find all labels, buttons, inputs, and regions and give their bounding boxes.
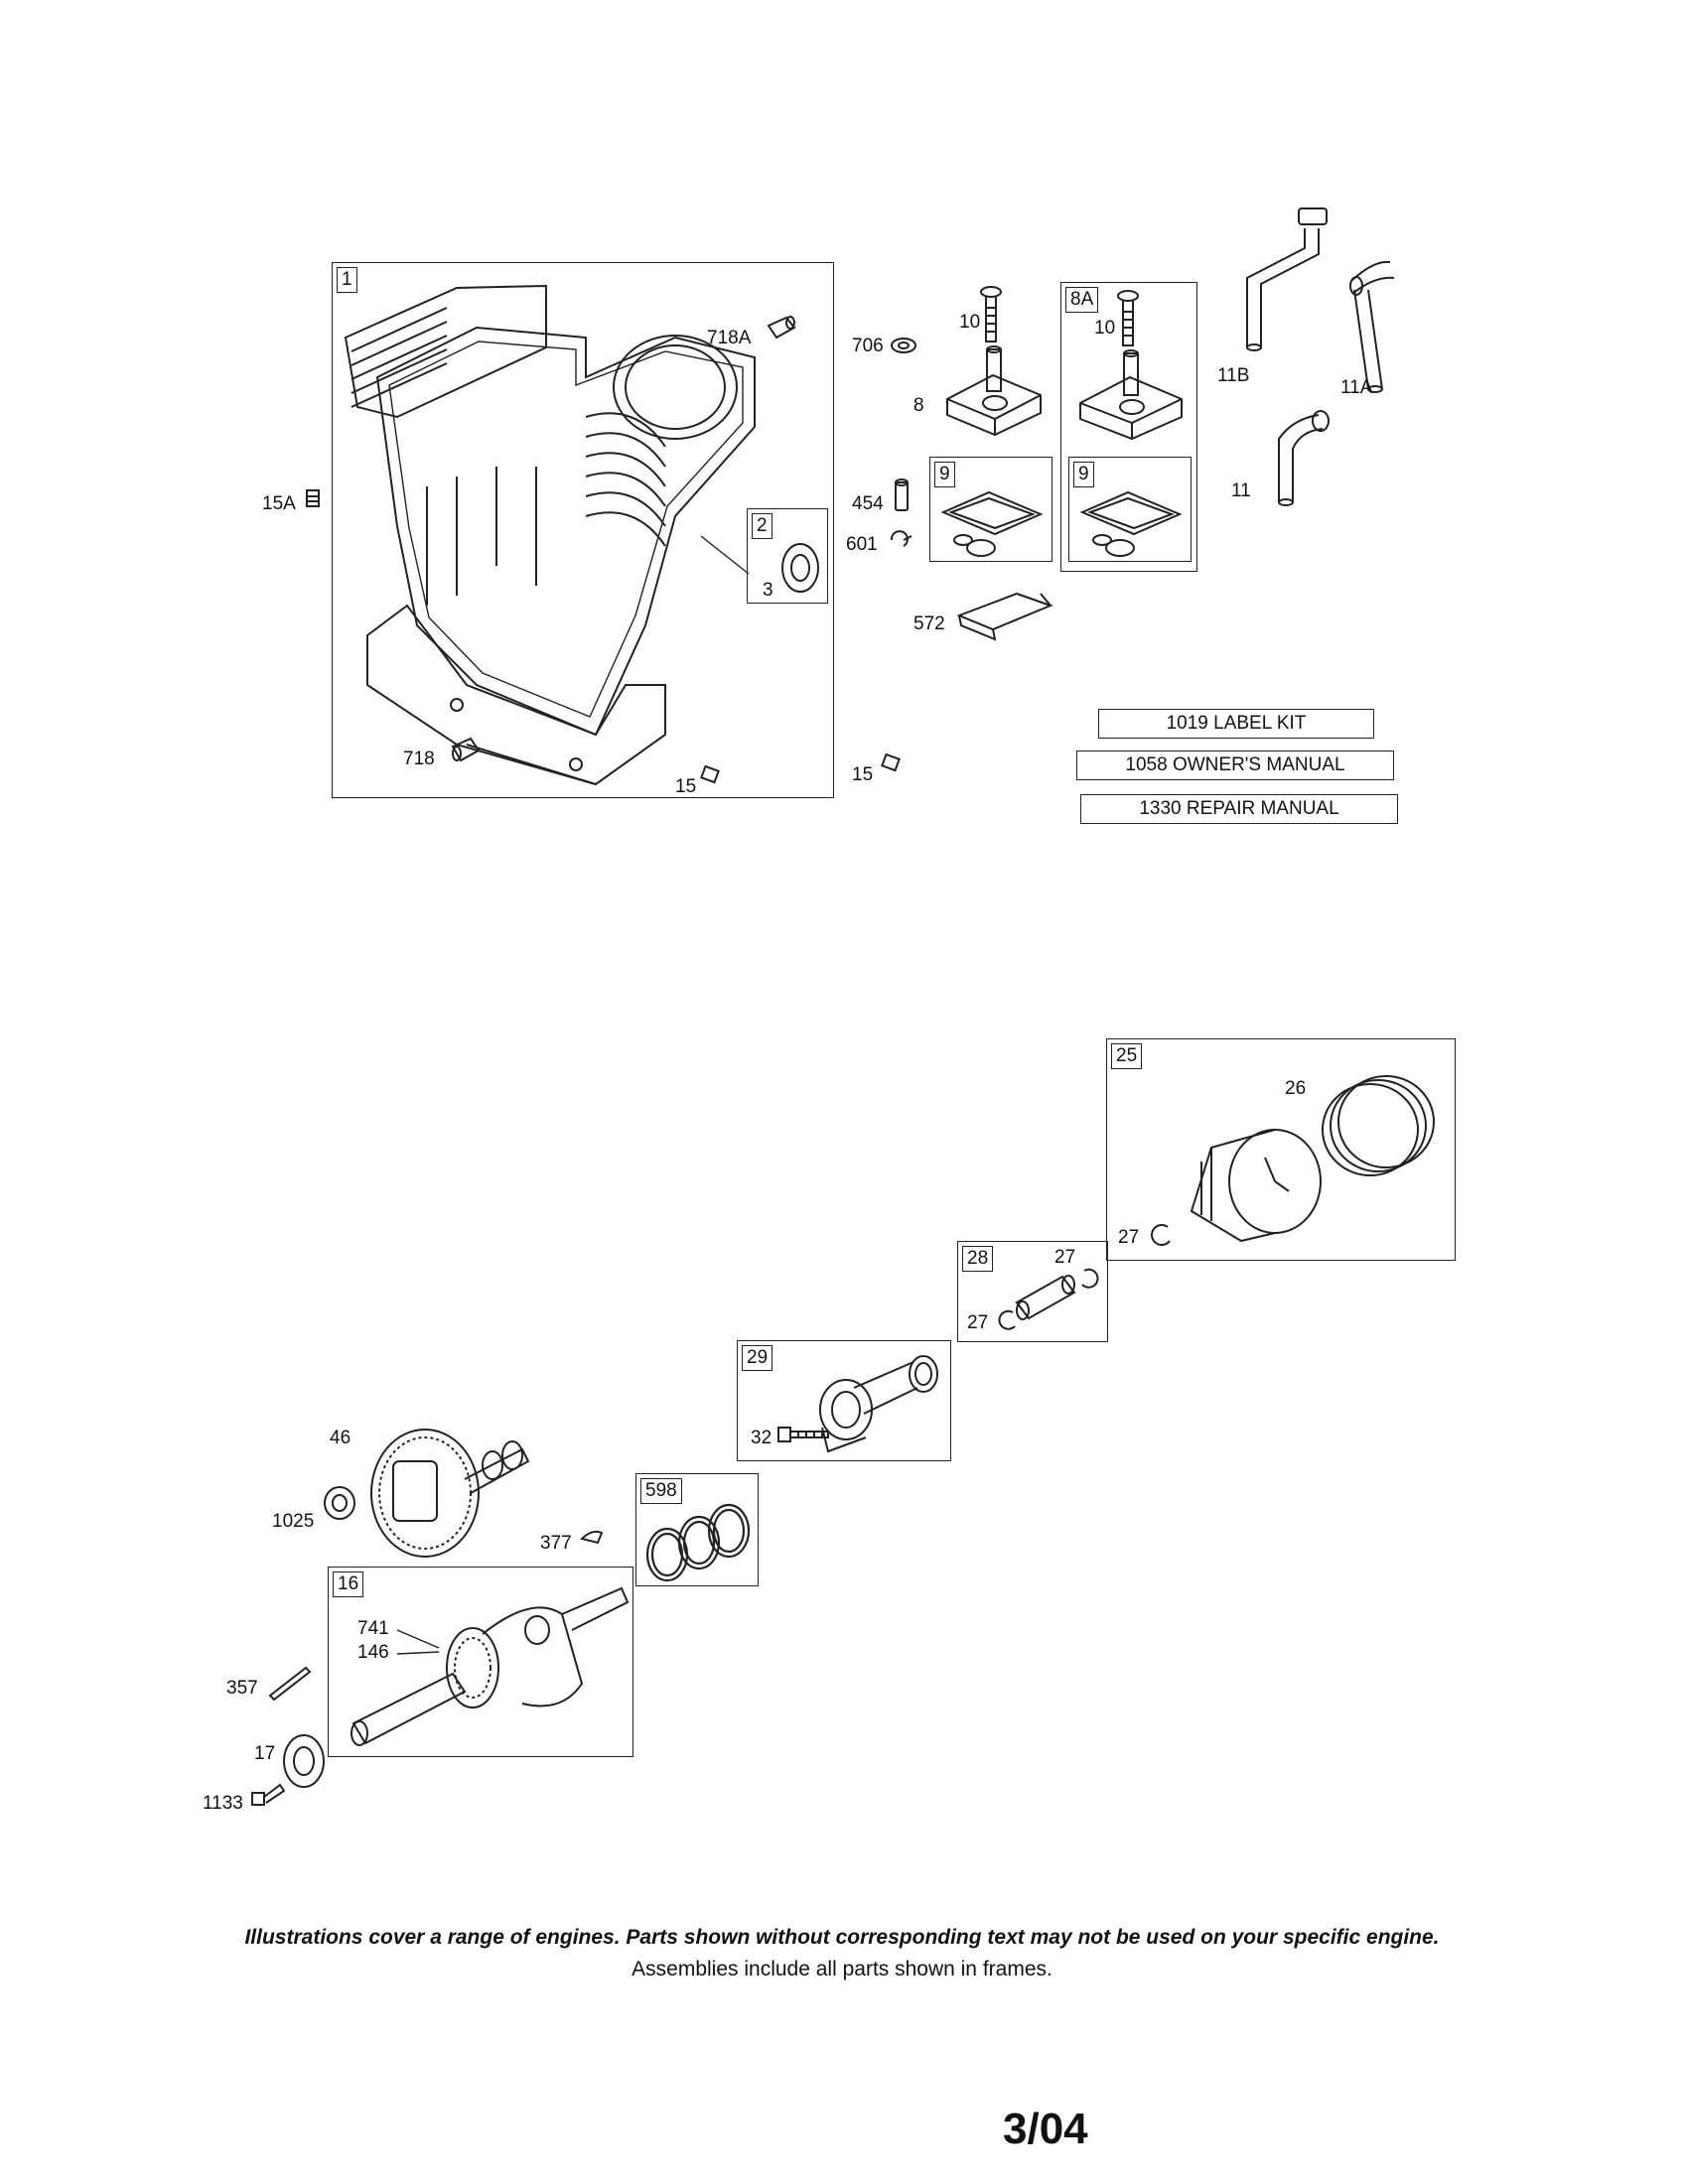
callout-17: 17 — [254, 1743, 276, 1764]
callout-10-a: 10 — [959, 312, 981, 333]
connecting-rod-frame: 29 — [737, 1340, 951, 1461]
callout-46: 46 — [330, 1428, 351, 1448]
callout-1025: 1025 — [272, 1511, 315, 1532]
camshaft-icon — [370, 1429, 530, 1558]
piston-pin-icon — [1015, 1275, 1076, 1320]
callout-32: 32 — [751, 1428, 772, 1448]
callout-357: 357 — [226, 1678, 258, 1699]
callout-706: 706 — [852, 336, 884, 356]
callout-10-b: 10 — [1094, 318, 1116, 339]
engine-block-frame: 1 — [332, 262, 834, 798]
piston-pin-frame: 28 — [957, 1241, 1108, 1342]
frame-tag-9a: 9 — [934, 462, 955, 487]
callout-11a: 11A — [1340, 377, 1373, 398]
callout-718: 718 — [403, 749, 435, 769]
frame-tag-16: 16 — [333, 1571, 364, 1597]
piston-rings-26-icon — [1322, 1075, 1435, 1176]
bushing-718a-icon — [767, 316, 796, 340]
callout-11: 11 — [1231, 480, 1251, 501]
bolt-1133-icon — [251, 1783, 286, 1806]
breather-tube-11b-icon — [1246, 207, 1328, 351]
connecting-rod-icon — [819, 1355, 938, 1453]
callout-15-loose: 15 — [852, 764, 874, 785]
callout-26: 26 — [1285, 1078, 1307, 1099]
oil-seal-icon — [781, 543, 819, 593]
bearing-17-icon — [283, 1734, 325, 1788]
owners-manual-box: 1058 OWNER'S MANUAL — [1076, 751, 1394, 780]
bushing-718-icon — [451, 737, 481, 762]
ring-set-frame: 598 — [635, 1473, 759, 1586]
piston-icon — [1190, 1129, 1322, 1243]
gasket-9a-icon — [940, 490, 1044, 557]
callout-27-piston: 27 — [1118, 1227, 1140, 1248]
gasket-9b-icon — [1079, 490, 1183, 557]
callout-15-block: 15 — [675, 776, 697, 797]
plug-15-block-icon — [700, 764, 720, 784]
callout-741: 741 — [357, 1618, 389, 1639]
breather-tube-11a-icon — [1349, 260, 1395, 393]
pin-454-icon — [895, 478, 909, 511]
rod-bolt-32-icon — [777, 1427, 829, 1442]
breather-kit-frame: 8A — [1060, 282, 1197, 572]
frame-tag-2: 2 — [752, 513, 772, 539]
frame-tag-598: 598 — [640, 1478, 682, 1504]
washer-706-icon — [891, 338, 916, 353]
retaining-ring-27-bottom-icon — [998, 1309, 1016, 1330]
assemblies-note: Assemblies include all parts shown in fr… — [632, 1958, 1052, 1980]
page-date: 3/04 — [1003, 2105, 1088, 2153]
frame-tag-8a: 8A — [1065, 287, 1099, 313]
callout-572: 572 — [913, 614, 945, 634]
clamp-601-icon — [890, 530, 912, 547]
frame-tag-25: 25 — [1111, 1043, 1143, 1069]
plug-15-loose-icon — [881, 752, 901, 772]
callout-377: 377 — [540, 1533, 572, 1554]
callout-1133: 1133 — [203, 1793, 243, 1814]
shield-572-icon — [956, 592, 1053, 641]
breather-tube-11-icon — [1278, 410, 1330, 506]
gear-leader-lines — [396, 1629, 440, 1655]
repair-manual-box: 1330 REPAIR MANUAL — [1080, 794, 1398, 824]
screw-10b-icon — [1117, 290, 1139, 346]
callout-15a: 15A — [262, 493, 296, 514]
frame-tag-28: 28 — [962, 1246, 994, 1272]
seal-frame: 2 — [747, 508, 828, 604]
gasket-frame-a: 9 — [929, 457, 1052, 562]
label-kit-box: 1019 LABEL KIT — [1098, 709, 1374, 739]
callout-8: 8 — [913, 395, 924, 416]
seal-leader-line — [700, 535, 750, 575]
callout-146: 146 — [357, 1642, 389, 1663]
screw-10a-icon — [980, 286, 1002, 342]
retaining-ring-27-top-icon — [1081, 1268, 1099, 1289]
key-377-icon — [580, 1530, 604, 1545]
callout-601: 601 — [846, 534, 878, 555]
retaining-ring-27-icon — [1151, 1224, 1171, 1246]
frame-tag-9b: 9 — [1073, 462, 1094, 487]
crankshaft-frame: 16 — [328, 1567, 633, 1757]
callout-454: 454 — [852, 493, 884, 514]
ring-set-icon — [645, 1503, 751, 1582]
pin-357-icon — [268, 1666, 312, 1702]
breather-cover-8a-icon — [1079, 349, 1183, 441]
gasket-frame-b: 9 — [1068, 457, 1192, 562]
disclaimer-text: Illustrations cover a range of engines. … — [244, 1926, 1440, 1949]
plug-15a-icon — [306, 489, 320, 507]
callout-11b: 11B — [1217, 365, 1250, 386]
callout-3: 3 — [763, 580, 773, 601]
callout-27-pin-bottom: 27 — [967, 1312, 989, 1333]
engine-block-illustration — [344, 284, 756, 786]
crankshaft-icon — [351, 1586, 630, 1746]
frame-tag-29: 29 — [742, 1345, 773, 1371]
bushing-1025-icon — [324, 1486, 355, 1520]
callout-718a: 718A — [707, 328, 752, 348]
callout-27-pin-top: 27 — [1054, 1247, 1076, 1268]
piston-assembly-frame: 25 — [1106, 1038, 1456, 1261]
breather-cover-8-icon — [946, 345, 1042, 437]
frame-tag-1: 1 — [337, 267, 357, 293]
